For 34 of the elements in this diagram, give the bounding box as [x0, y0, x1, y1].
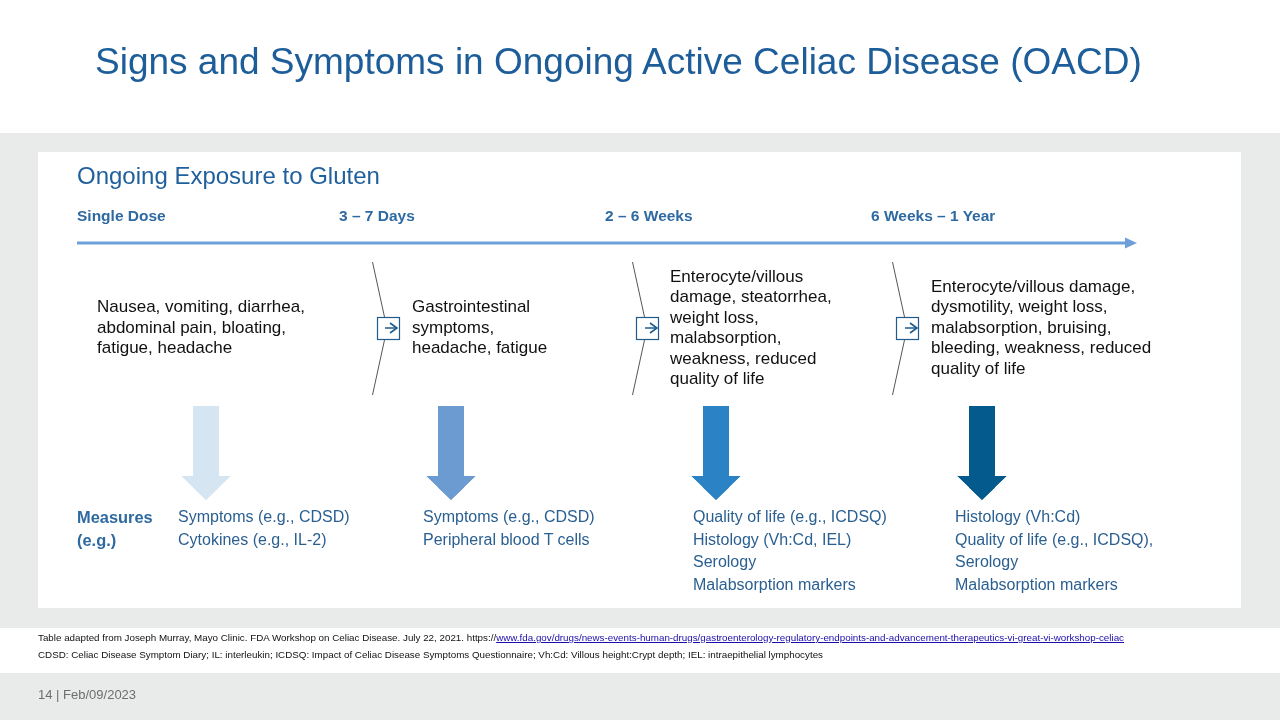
content-panel [38, 152, 1241, 608]
measure-text: Serology [693, 552, 758, 572]
source-link: www.fda.gov/drugs/news-events-human-drugs/gastroenterology-regulatory-endpoints-and-advancement-therapeutics-vi-great-vi-workshop-celiac [496, 632, 1124, 643]
source-note: Table adapted from Joseph Murray, Mayo Clinic. FDA Workshop on Celiac Disease. July 22, 2021. https://www.fda.gov/drugs/news-events-human-drugs/gastroenterology-regulatory-endpoints-and-advancement-therapeutics-vi-great-vi-workshop-celiac [38, 632, 1124, 644]
measure-text: Peripheral blood T cells [423, 529, 591, 550]
measure-text: Quality of life (e.g., ICDSQ), Serology [955, 529, 1155, 572]
measure-text: Malabsorption markers [693, 574, 857, 595]
block-arrow [691, 406, 741, 500]
measure-text: Malabsorption markers [955, 574, 1119, 595]
measure-text: Quality of life (e.g., ICDSQ) [693, 507, 888, 527]
block-arrow [426, 406, 476, 500]
chevron-step: Enterocyte/villous damage, steatorrhea, weight loss, malabsorption, weakness, reduced quality of life [657, 262, 905, 406]
block-arrow [181, 406, 231, 500]
block-arrow [957, 406, 1007, 500]
row-heading: Measures (e.g.) [77, 507, 154, 551]
timeline-label: Single Dose [77, 207, 166, 225]
timeline-label: 3 – 7 Days [339, 207, 415, 225]
arrow [384, 322, 398, 334]
arrow [904, 322, 918, 334]
timeline-label: 6 Weeks – 1 Year [871, 207, 996, 225]
abbreviation-note: CDSD: Celiac Disease Symptom Diary; IL: interleukin; ICDSQ: Impact of Celiac Disease Symptoms Questionnaire; Vh:Cd: Villous height:Crypt depth; IEL: intraepithelial lymphocytes [38, 649, 823, 661]
measure-text: Symptoms (e.g., CDSD) [178, 507, 351, 527]
panel-heading: Ongoing Exposure to Gluten [77, 161, 380, 190]
measure-text: Symptoms (e.g., CDSD) [423, 507, 596, 527]
measure-text: Cytokines (e.g., IL-2) [178, 529, 328, 550]
arrow [644, 322, 658, 334]
chevron-step: Gastrointestinal symptoms, headache, fatigue [397, 262, 645, 406]
footer-text: 14 | Feb/09/2023 [38, 687, 137, 703]
timeline-label: 2 – 6 Weeks [605, 207, 693, 225]
chevron-step: Nausea, vomiting, diarrhea, abdominal pain, bloating, fatigue, headache [97, 262, 385, 406]
slide-title: Signs and Symptoms in Ongoing Active Celiac Disease (OACD) [95, 40, 1142, 84]
measure-text: Histology (Vh:Cd) [955, 507, 1082, 527]
measure-text: Histology (Vh:Cd, IEL) [693, 529, 853, 550]
symptom-text: Enterocyte/villous damage, dysmotility, weight loss, malabsorption, bruising, bleeding, weakness, reduced quality of life [917, 262, 1173, 406]
